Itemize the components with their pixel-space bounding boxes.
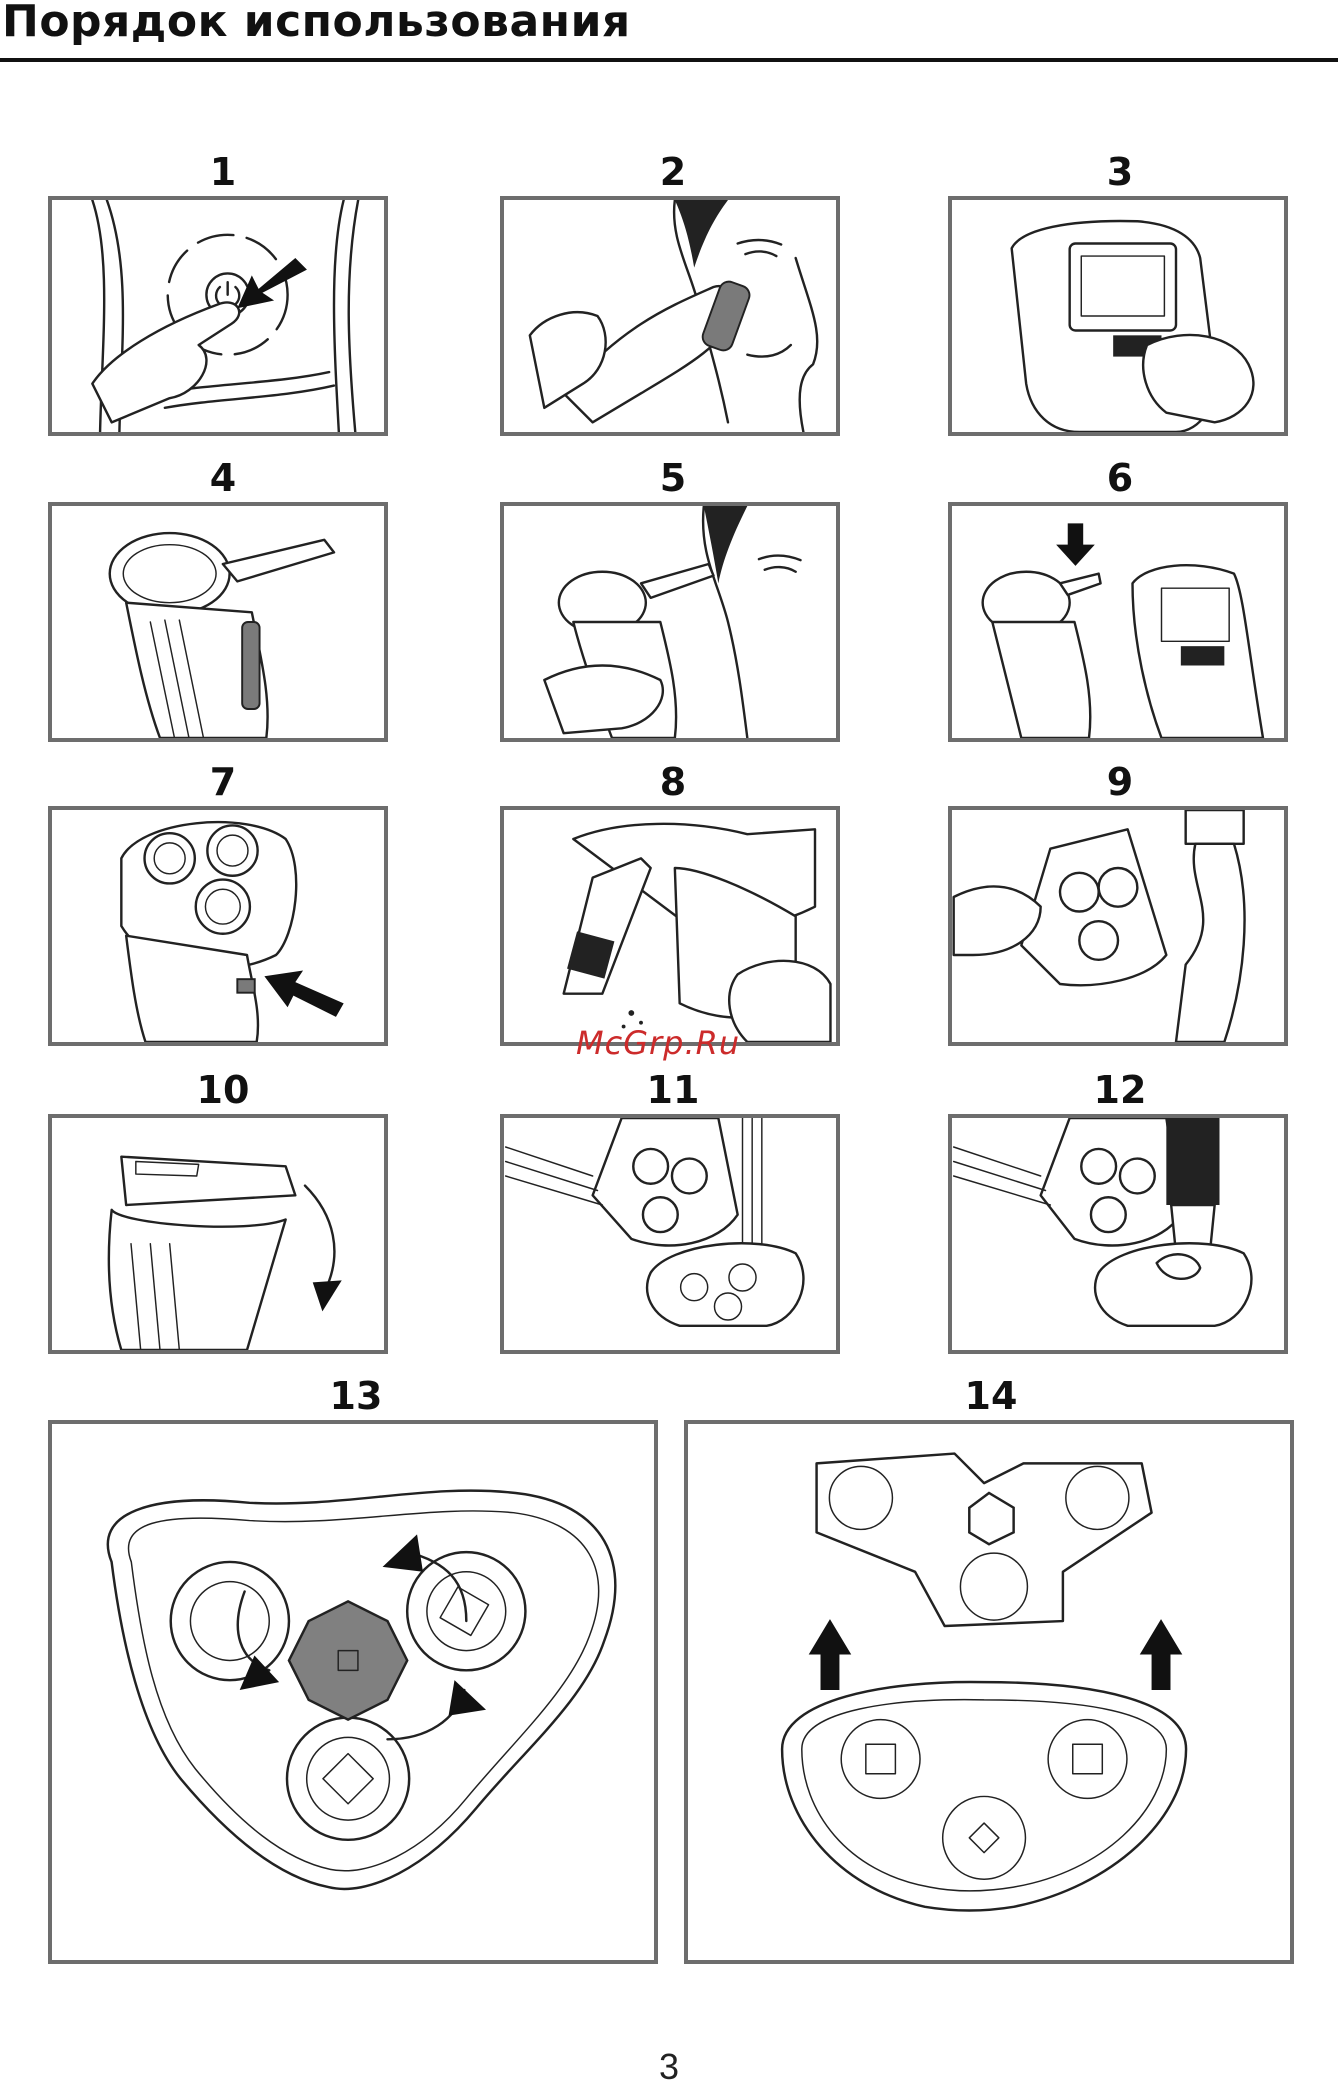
step-number-10: 10 (123, 1068, 323, 1112)
illustration-step-2-shaving (500, 196, 840, 436)
step-number-3: 3 (1020, 150, 1220, 194)
illustration-step-12-dry (948, 1114, 1288, 1354)
step-number-4: 4 (123, 456, 323, 500)
retract-trimmer-illustration (952, 506, 1284, 738)
trimming-sideburns-illustration (504, 506, 836, 738)
illustration-step-4-pop-up-trimmer (48, 502, 388, 742)
step-number-6: 6 (1020, 456, 1220, 500)
illustration-step-14-remove-holder (684, 1420, 1294, 1964)
step-number-7: 7 (123, 760, 323, 804)
step-number-11: 11 (573, 1068, 773, 1112)
rinse-illustration (504, 1118, 836, 1350)
illustration-step-10-close-head (48, 1114, 388, 1354)
step-number-12: 12 (1020, 1068, 1220, 1112)
release-button-illustration (52, 810, 384, 1042)
watermark: McGrp.Ru (576, 1024, 740, 1062)
brush-cleaning-illustration (952, 810, 1284, 1042)
page-title: Порядок использования (2, 0, 631, 47)
dry-illustration (952, 1118, 1284, 1350)
shaving-face-illustration (504, 200, 836, 432)
illustration-step-7-release-button (48, 806, 388, 1046)
illustration-step-3-trimmer-slider (948, 196, 1288, 436)
illustration-step-9-brush-cleaning (948, 806, 1288, 1046)
illustration-step-11-rinse (500, 1114, 840, 1354)
unlock-cutters-illustration (52, 1424, 654, 1960)
remove-holder-illustration (688, 1424, 1290, 1960)
step-number-8: 8 (573, 760, 773, 804)
illustration-step-8-open-head (500, 806, 840, 1046)
step-number-9: 9 (1020, 760, 1220, 804)
illustration-step-5-trimming-sideburns (500, 502, 840, 742)
close-head-illustration (52, 1118, 384, 1350)
illustration-step-1-power-button (48, 196, 388, 436)
step-number-13: 13 (256, 1374, 456, 1418)
step-number-2: 2 (573, 150, 773, 194)
pop-up-trimmer-illustration (52, 506, 384, 738)
trimmer-slider-illustration (952, 200, 1284, 432)
power-on-illustration (52, 200, 384, 432)
step-number-14: 14 (891, 1374, 1091, 1418)
open-head-illustration (504, 810, 836, 1042)
page-number: 3 (0, 2046, 1338, 2088)
illustration-step-13-unlock-cutters (48, 1420, 658, 1964)
step-number-1: 1 (123, 150, 323, 194)
title-divider (0, 58, 1338, 62)
step-number-5: 5 (573, 456, 773, 500)
illustration-step-6-retract-trimmer (948, 502, 1288, 742)
